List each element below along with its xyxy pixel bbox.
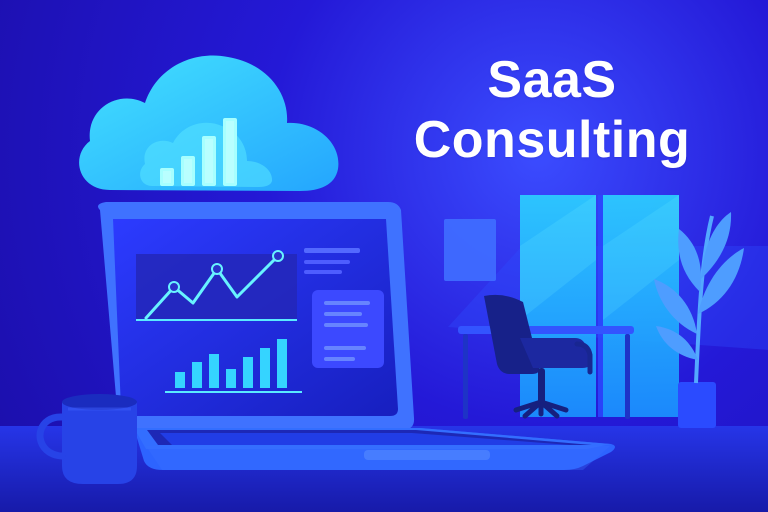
cloud-analytics-icon (79, 55, 339, 191)
coffee-mug-icon (36, 394, 137, 484)
title-line-2: Consulting (413, 111, 691, 169)
plant-icon (654, 212, 744, 428)
title-line-1: SaaS (487, 51, 617, 109)
window-panels (520, 195, 679, 417)
office-chair-icon (458, 294, 634, 419)
laptop-dashboard-screen (136, 248, 384, 393)
page-title: SaaS Consulting (382, 50, 722, 170)
